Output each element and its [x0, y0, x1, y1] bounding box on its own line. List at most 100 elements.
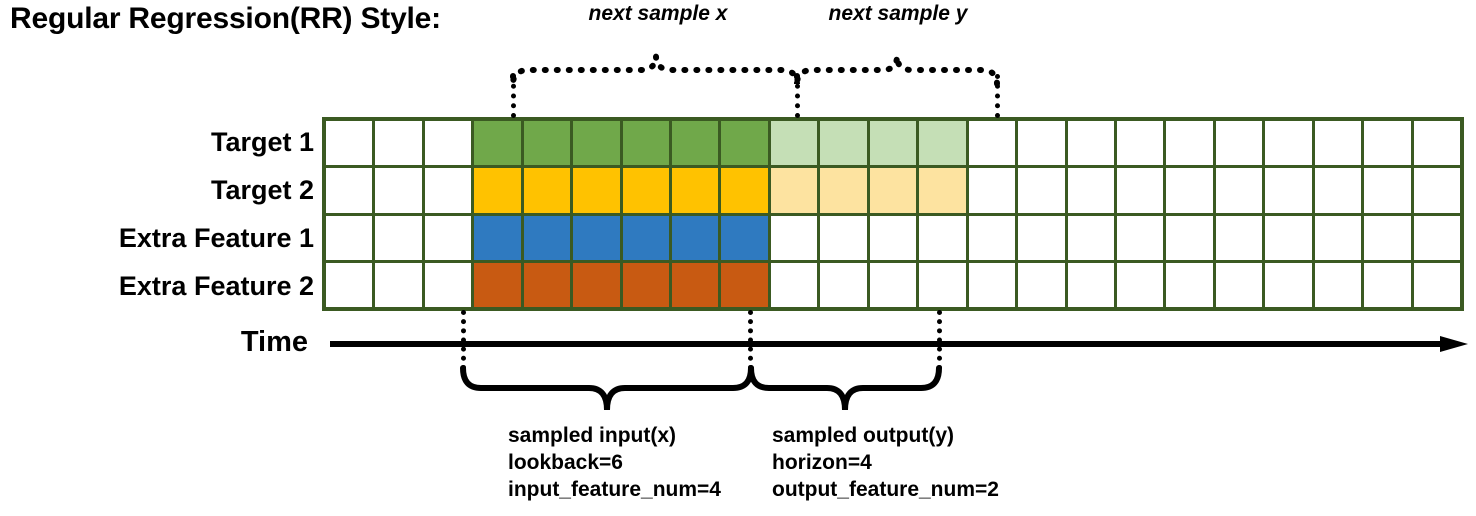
grid-cell-r1-c16-empty [1067, 121, 1114, 166]
grid-cell-r2-c6-solid [573, 168, 620, 213]
grid-cell-r4-c13-empty [919, 262, 966, 307]
grid-cell-r1-c10-faded [770, 121, 818, 166]
grid-cell-r2-c14-empty [968, 168, 1016, 213]
grid-cell-r4-c10-empty [770, 262, 818, 307]
grid-cell-r2-c2-empty [375, 168, 422, 213]
grid-cell-r4-c7-solid [622, 262, 670, 307]
label-next-sample-x: next sample x [588, 2, 728, 25]
guide-input-end-top [795, 74, 800, 118]
grid-cell-r4-c21-empty [1314, 262, 1362, 307]
grid-cell-r2-c19-empty [1215, 168, 1263, 213]
grid-cell-r2-c1-empty [326, 168, 373, 213]
grid-cell-r3-c11-empty [820, 215, 867, 260]
grid-cell-r2-c20-empty [1265, 168, 1312, 213]
grid-cell-r2-c7-solid [622, 168, 670, 213]
grid-cell-r2-c18-empty [1166, 168, 1213, 213]
grid-cell-r1-c18-empty [1166, 121, 1213, 166]
grid-cell-r2-c17-empty [1116, 168, 1164, 213]
grid-cell-r2-c15-empty [1018, 168, 1065, 213]
grid-cell-r4-c15-empty [1018, 262, 1065, 307]
grid-cell-r3-c5-solid [523, 215, 571, 260]
row-label-target-2: Target 2 [210, 175, 314, 205]
grid-cell-r3-c19-empty [1215, 215, 1263, 260]
grid-cell-r2-c11-faded [820, 168, 867, 213]
grid-cell-r3-c18-empty [1166, 215, 1213, 260]
grid-cell-r1-c19-empty [1215, 121, 1263, 166]
grid-cell-r1-c2-empty [375, 121, 422, 166]
grid-cell-r2-c5-solid [523, 168, 571, 213]
grid-cell-r1-c14-empty [968, 121, 1016, 166]
grid-cell-r4-c23-empty [1413, 262, 1460, 307]
grid-cell-r3-c12-empty [869, 215, 917, 260]
grid-cell-r1-c22-empty [1364, 121, 1411, 166]
grid-cell-r4-c3-empty [424, 262, 472, 307]
grid-cell-r1-c1-empty [326, 121, 373, 166]
grid-cell-r2-c4-solid [474, 168, 521, 213]
caption-sampled-output-line-2: horizon=4 [772, 451, 872, 474]
grid-cell-r1-c7-solid [622, 121, 670, 166]
grid-cell-r2-c9-solid [721, 168, 768, 213]
grid-cell-r2-c12-faded [869, 168, 917, 213]
grid-cell-r1-c21-empty [1314, 121, 1362, 166]
caption-sampled-input: sampled input(x) lookback=6 input_featur… [508, 422, 721, 503]
grid-cell-r4-c6-solid [573, 262, 620, 307]
grid-cell-r3-c16-empty [1067, 215, 1114, 260]
guide-input-start-bottom [461, 310, 466, 370]
grid-cell-r4-c19-empty [1215, 262, 1263, 307]
grid-cell-r2-c13-faded [919, 168, 966, 213]
grid-cell-r1-c4-solid [474, 121, 521, 166]
grid-cell-r4-c12-empty [869, 262, 917, 307]
grid-cell-r4-c14-empty [968, 262, 1016, 307]
grid-cell-r4-c16-empty [1067, 262, 1114, 307]
grid-cell-r3-c22-empty [1364, 215, 1411, 260]
grid-cell-r3-c1-empty [326, 215, 373, 260]
grid-cell-r1-c17-empty [1116, 121, 1164, 166]
grid-cell-r3-c15-empty [1018, 215, 1065, 260]
grid-cell-r4-c2-empty [375, 262, 422, 307]
caption-sampled-output-line-1: sampled output(y) [772, 424, 954, 447]
grid-cell-r3-c8-solid [672, 215, 719, 260]
time-axis-label: Time [240, 326, 308, 358]
grid-cell-r4-c5-solid [523, 262, 571, 307]
grid-cell-r4-c8-solid [672, 262, 719, 307]
caption-sampled-input-line-3: input_feature_num=4 [508, 478, 721, 501]
grid-cell-r3-c23-empty [1413, 215, 1460, 260]
grid-cell-r1-c6-solid [573, 121, 620, 166]
timeline-grid [322, 117, 1464, 311]
grid-cell-r3-c21-empty [1314, 215, 1362, 260]
grid-cell-r3-c10-empty [770, 215, 818, 260]
grid-cell-r1-c12-faded [869, 121, 917, 166]
time-axis-arrow [330, 336, 1468, 352]
grid-cell-r2-c22-empty [1364, 168, 1411, 213]
row-label-target-1: Target 1 [210, 127, 314, 157]
grid-cell-r2-c21-empty [1314, 168, 1362, 213]
grid-cell-r1-c11-faded [820, 121, 867, 166]
guide-input-start-top [511, 74, 516, 118]
caption-sampled-output-line-3: output_feature_num=2 [772, 478, 999, 501]
grid-cell-r2-c23-empty [1413, 168, 1460, 213]
page-title: Regular Regression(RR) Style: [10, 2, 441, 35]
grid-cell-r3-c7-solid [622, 215, 670, 260]
grid-cell-r3-c4-solid [474, 215, 521, 260]
grid-cell-r4-c17-empty [1116, 262, 1164, 307]
guide-output-end-bottom [937, 310, 942, 370]
grid-cell-r1-c5-solid [523, 121, 571, 166]
guide-input-end-bottom [748, 310, 753, 370]
guide-output-end-top [995, 74, 1000, 118]
grid-cell-r1-c23-empty [1413, 121, 1460, 166]
caption-sampled-output: sampled output(y) horizon=4 output_featu… [772, 422, 999, 503]
grid-cell-r1-c13-faded [919, 121, 966, 166]
grid-cell-r1-c3-empty [424, 121, 472, 166]
grid-cell-r3-c2-empty [375, 215, 422, 260]
grid-cell-r3-c17-empty [1116, 215, 1164, 260]
grid-cell-r2-c10-faded [770, 168, 818, 213]
grid-cell-r3-c9-solid [721, 215, 768, 260]
grid-cell-r4-c20-empty [1265, 262, 1312, 307]
grid-cell-r1-c15-empty [1018, 121, 1065, 166]
grid-cell-r4-c4-solid [474, 262, 521, 307]
grid-cell-r2-c3-empty [424, 168, 472, 213]
label-next-sample-y: next sample y [828, 2, 968, 25]
grid-cell-r2-c8-solid [672, 168, 719, 213]
grid-cell-r3-c6-solid [573, 215, 620, 260]
